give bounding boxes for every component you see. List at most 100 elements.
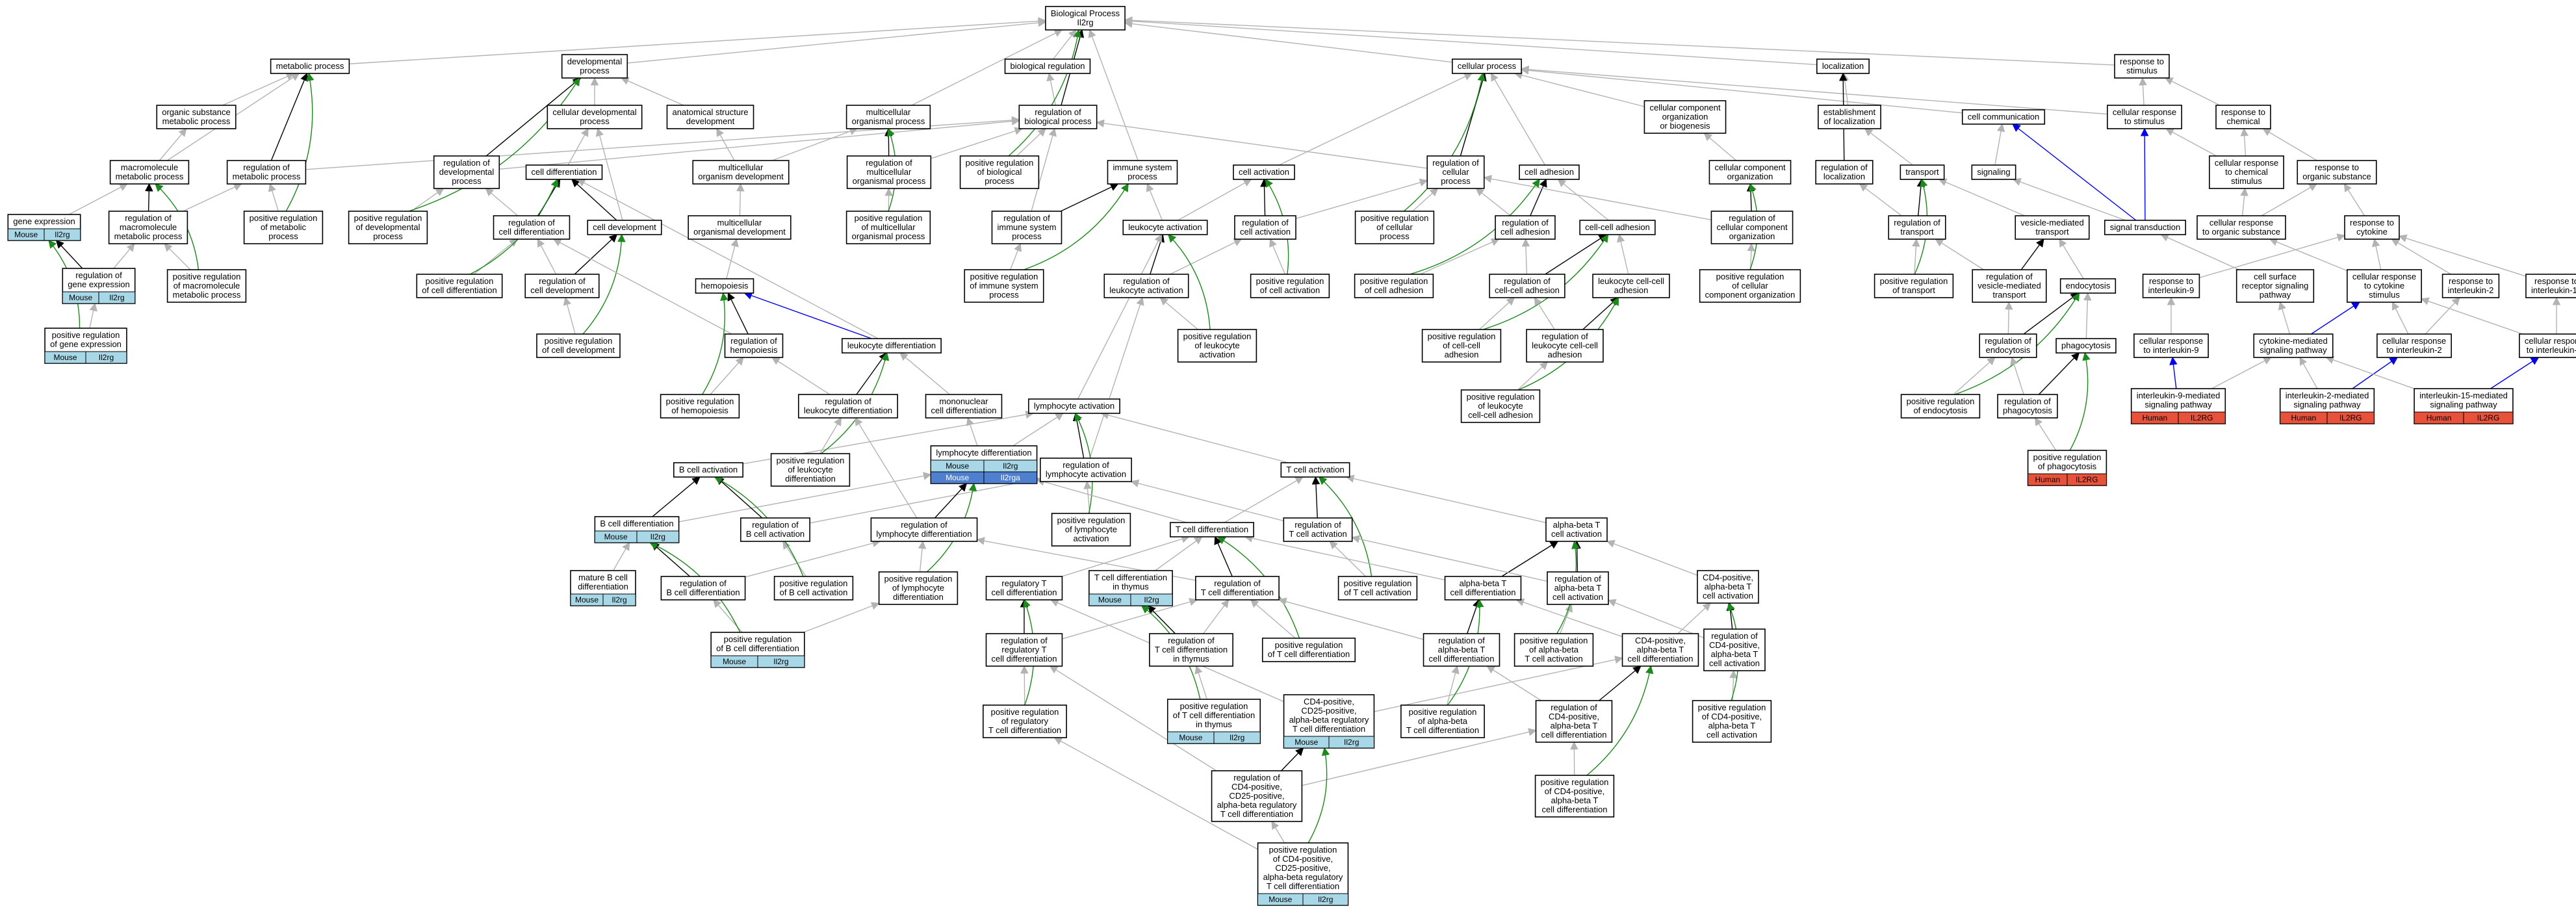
go-term-node[interactable]: signal transduction xyxy=(2104,220,2187,235)
go-term-node[interactable]: phagocytosis xyxy=(2055,338,2117,354)
go-term-node[interactable]: regulation ofCD4-positive,CD25-positive,… xyxy=(1211,770,1303,822)
go-term-node[interactable]: T cell activation xyxy=(1280,462,1350,478)
go-term-node[interactable]: regulation ofT cell differentiation xyxy=(1195,576,1280,601)
go-term-node[interactable]: cell activation xyxy=(1233,164,1295,180)
go-term-node[interactable]: regulation ofB cell activation xyxy=(740,517,810,542)
go-term-node[interactable]: cell development xyxy=(587,220,662,235)
go-term-node[interactable]: transport xyxy=(1900,164,1945,180)
go-term-node[interactable]: regulation ofB cell differentiation xyxy=(660,576,746,601)
go-term-node[interactable]: localization xyxy=(1816,58,1870,74)
go-term-node[interactable]: endocytosis xyxy=(2059,278,2117,294)
go-term-node[interactable]: leukocyte differentiation xyxy=(842,338,942,354)
go-term-node[interactable]: cell-cell adhesion xyxy=(1579,220,1656,235)
go-term-node[interactable]: leukocyte activation xyxy=(1122,220,1208,235)
go-term-node[interactable]: biological regulation xyxy=(1004,58,1091,74)
go-term-node[interactable]: CD4-positive,CD25-positive,alpha-beta re… xyxy=(1283,694,1375,749)
go-term-node[interactable]: cellular process xyxy=(1452,58,1522,74)
go-term-node[interactable]: cell adhesion xyxy=(1519,164,1580,180)
